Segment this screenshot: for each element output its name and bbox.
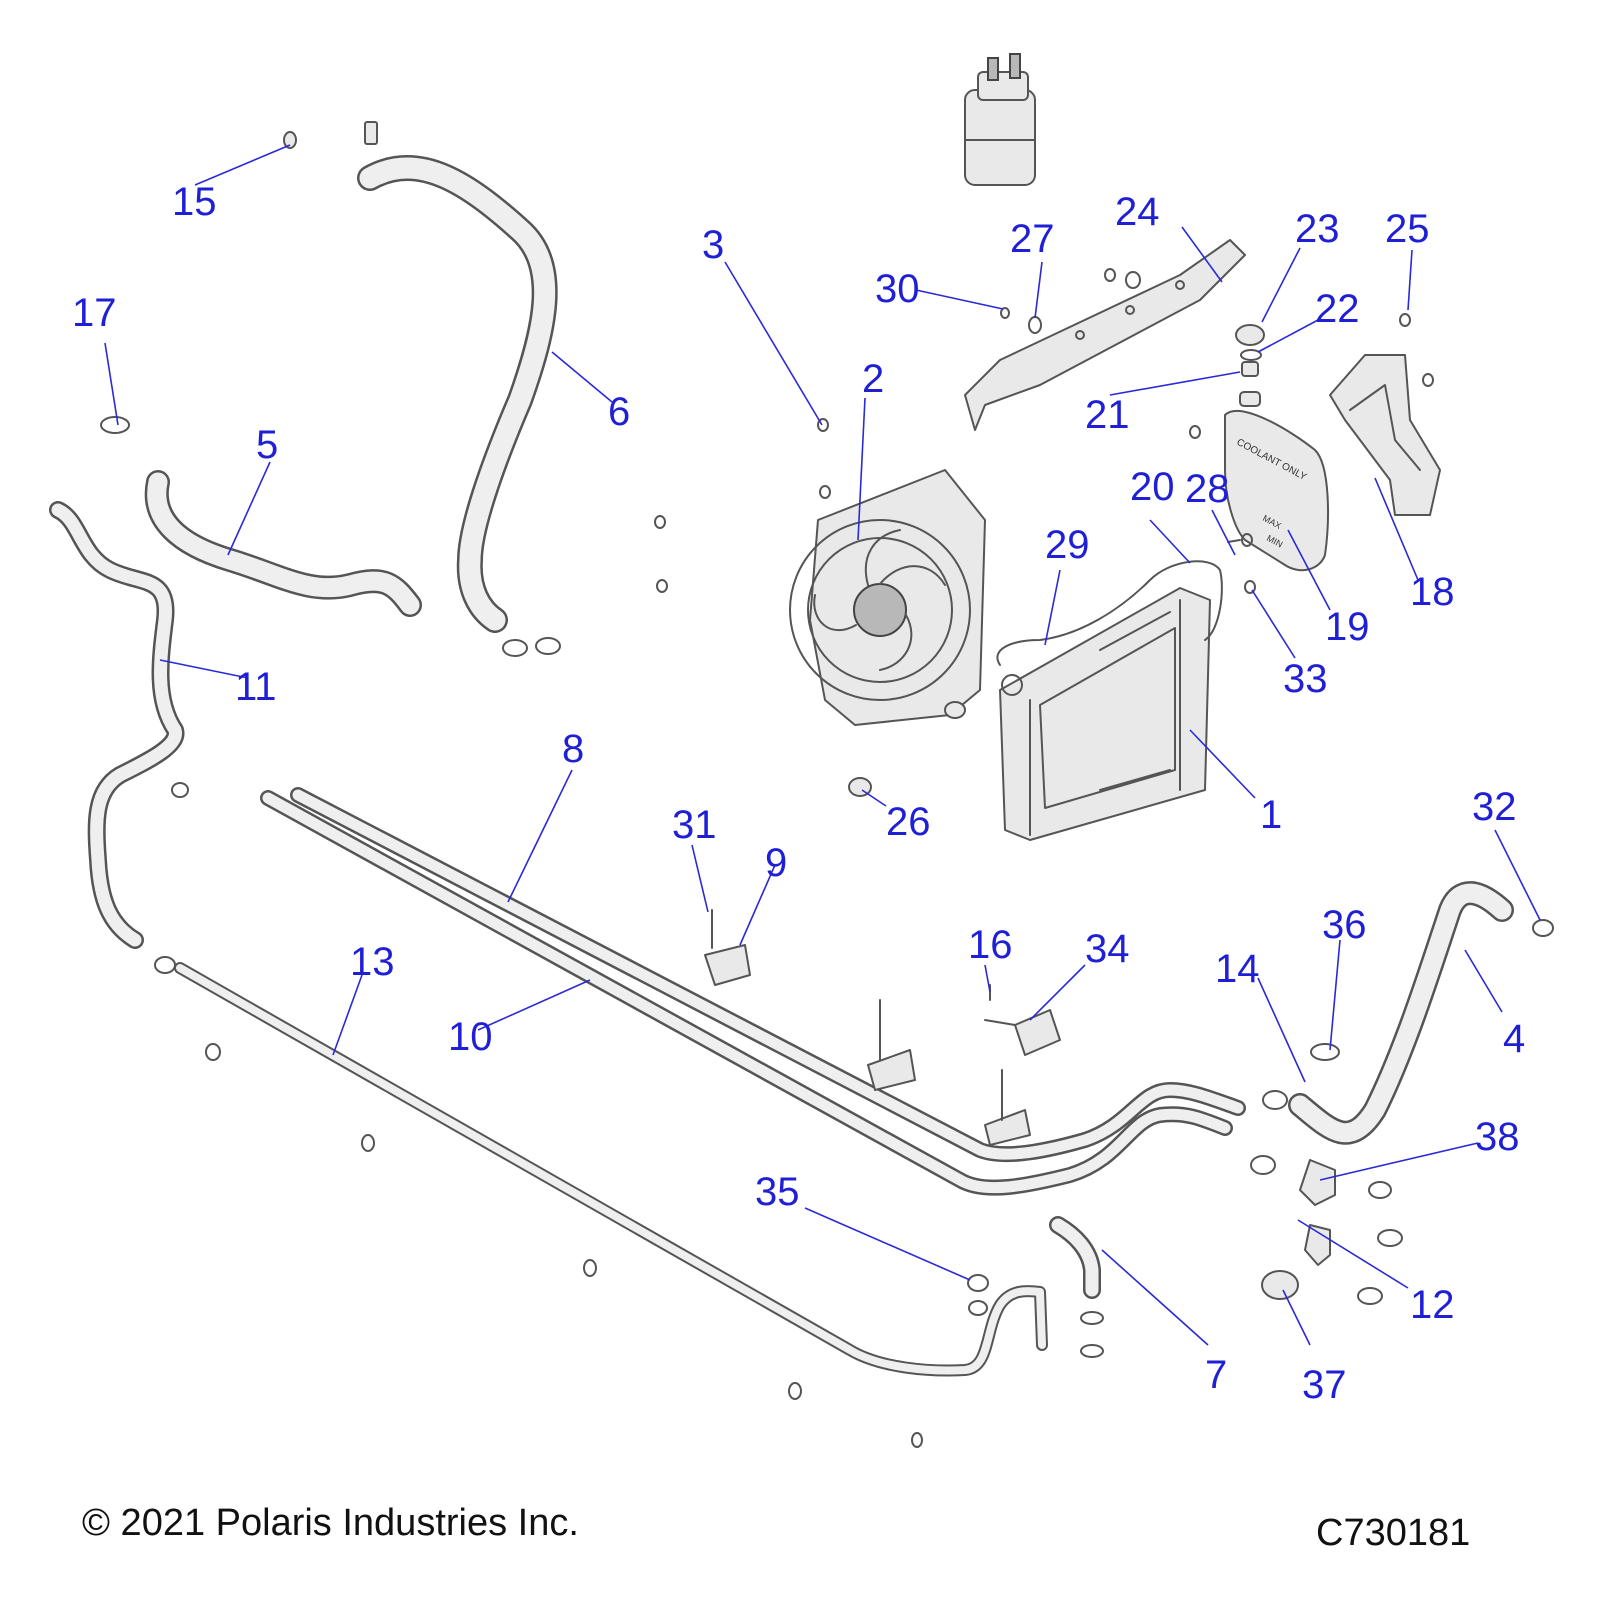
callout-25: 25 (1385, 207, 1430, 251)
callout-31: 31 (672, 803, 717, 847)
drawing-id: C730181 (1316, 1512, 1471, 1554)
hose-11 (49, 501, 185, 949)
callout-2: 2 (862, 357, 884, 401)
gasket-22 (1240, 349, 1262, 361)
bracket-24 (964, 239, 1246, 431)
neck-21 (1241, 361, 1259, 377)
callout-14: 14 (1215, 947, 1260, 991)
hose-5 (144, 470, 422, 617)
callout-21: 21 (1085, 393, 1130, 437)
callout-20: 20 (1130, 465, 1175, 509)
callout-36: 36 (1322, 903, 1367, 947)
callout-16: 16 (968, 923, 1013, 967)
callout-15: 15 (172, 180, 217, 224)
callout-5: 5 (256, 423, 278, 467)
callout-37: 37 (1302, 1363, 1347, 1407)
callout-28: 28 (1185, 467, 1230, 511)
tube-13 (174, 962, 1048, 1377)
callout-30: 30 (875, 267, 920, 311)
callout-10: 10 (448, 1015, 493, 1059)
callout-19: 19 (1325, 605, 1370, 649)
callout-3: 3 (702, 223, 724, 267)
callout-13: 13 (350, 940, 395, 984)
callout-35: 35 (755, 1170, 800, 1214)
callout-22: 22 (1315, 287, 1360, 331)
callout-8: 8 (562, 727, 584, 771)
callout-27: 27 (1010, 217, 1055, 261)
radiator (999, 587, 1211, 841)
callout-32: 32 (1472, 785, 1517, 829)
callout-26: 26 (886, 800, 931, 844)
callout-labels: 1 2 3 4 5 6 7 8 9 10 11 12 13 14 15 16 1… (72, 180, 1525, 1407)
leader-lines (104, 144, 1541, 1346)
coolant-reservoir: COOLANT ONLY MAX MIN (1224, 391, 1329, 572)
callout-7: 7 (1205, 1353, 1227, 1397)
pump (964, 53, 1036, 186)
callout-34: 34 (1085, 927, 1130, 971)
hose-6 (357, 155, 558, 633)
bracket-18 (1329, 354, 1441, 516)
fan-assembly (789, 469, 986, 726)
callout-6: 6 (608, 390, 630, 434)
callout-24: 24 (1115, 190, 1160, 234)
hose-20 (996, 560, 1223, 666)
callout-17: 17 (72, 291, 117, 335)
fasteners (100, 121, 1554, 1448)
callout-18: 18 (1410, 570, 1455, 614)
callout-11: 11 (235, 665, 277, 709)
cap-23 (1235, 324, 1265, 346)
hose-7 (1049, 1216, 1101, 1299)
tube-10 (260, 790, 1233, 1196)
hose-4 (1288, 881, 1514, 1145)
tube-8 (290, 787, 1246, 1163)
callout-23: 23 (1295, 207, 1340, 251)
callout-38: 38 (1475, 1115, 1520, 1159)
callout-29: 29 (1045, 523, 1090, 567)
callout-33: 33 (1283, 657, 1328, 701)
callout-12: 12 (1410, 1283, 1455, 1327)
callout-1: 1 (1260, 793, 1282, 837)
callout-4: 4 (1503, 1017, 1525, 1061)
callout-9: 9 (765, 841, 787, 885)
copyright-notice: © 2021 Polaris Industries Inc. (82, 1502, 579, 1544)
